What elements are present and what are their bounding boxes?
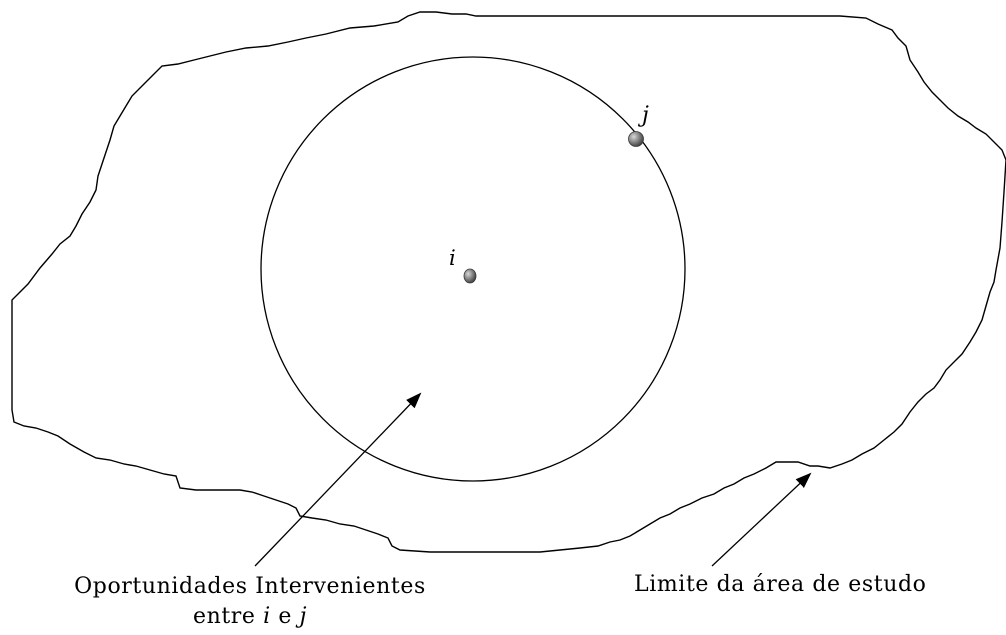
intervening-label-i: i	[263, 604, 271, 629]
intervening-label-line2: entre i e j	[0, 602, 500, 632]
boundary-arrow	[711, 472, 812, 567]
intervening-label-line1: Oportunidades Intervenientes	[74, 574, 426, 599]
point-i-label: i	[449, 246, 456, 270]
point-j-label: j	[637, 103, 649, 128]
intervening-label-and: e	[278, 604, 292, 629]
radius-circle	[260, 56, 686, 482]
point-i-marker	[463, 268, 477, 284]
study-area-limit-label: Limite da área de estudo	[634, 572, 927, 597]
point-j-marker	[628, 131, 644, 147]
intervening-arrow	[254, 392, 422, 567]
intervening-label-between: entre	[192, 604, 256, 629]
study-area-boundary	[11, 11, 1006, 553]
intervening-label-j: j	[299, 604, 308, 629]
intervening-opportunities-label: Oportunidades Intervenientes entre i e j	[0, 572, 500, 632]
